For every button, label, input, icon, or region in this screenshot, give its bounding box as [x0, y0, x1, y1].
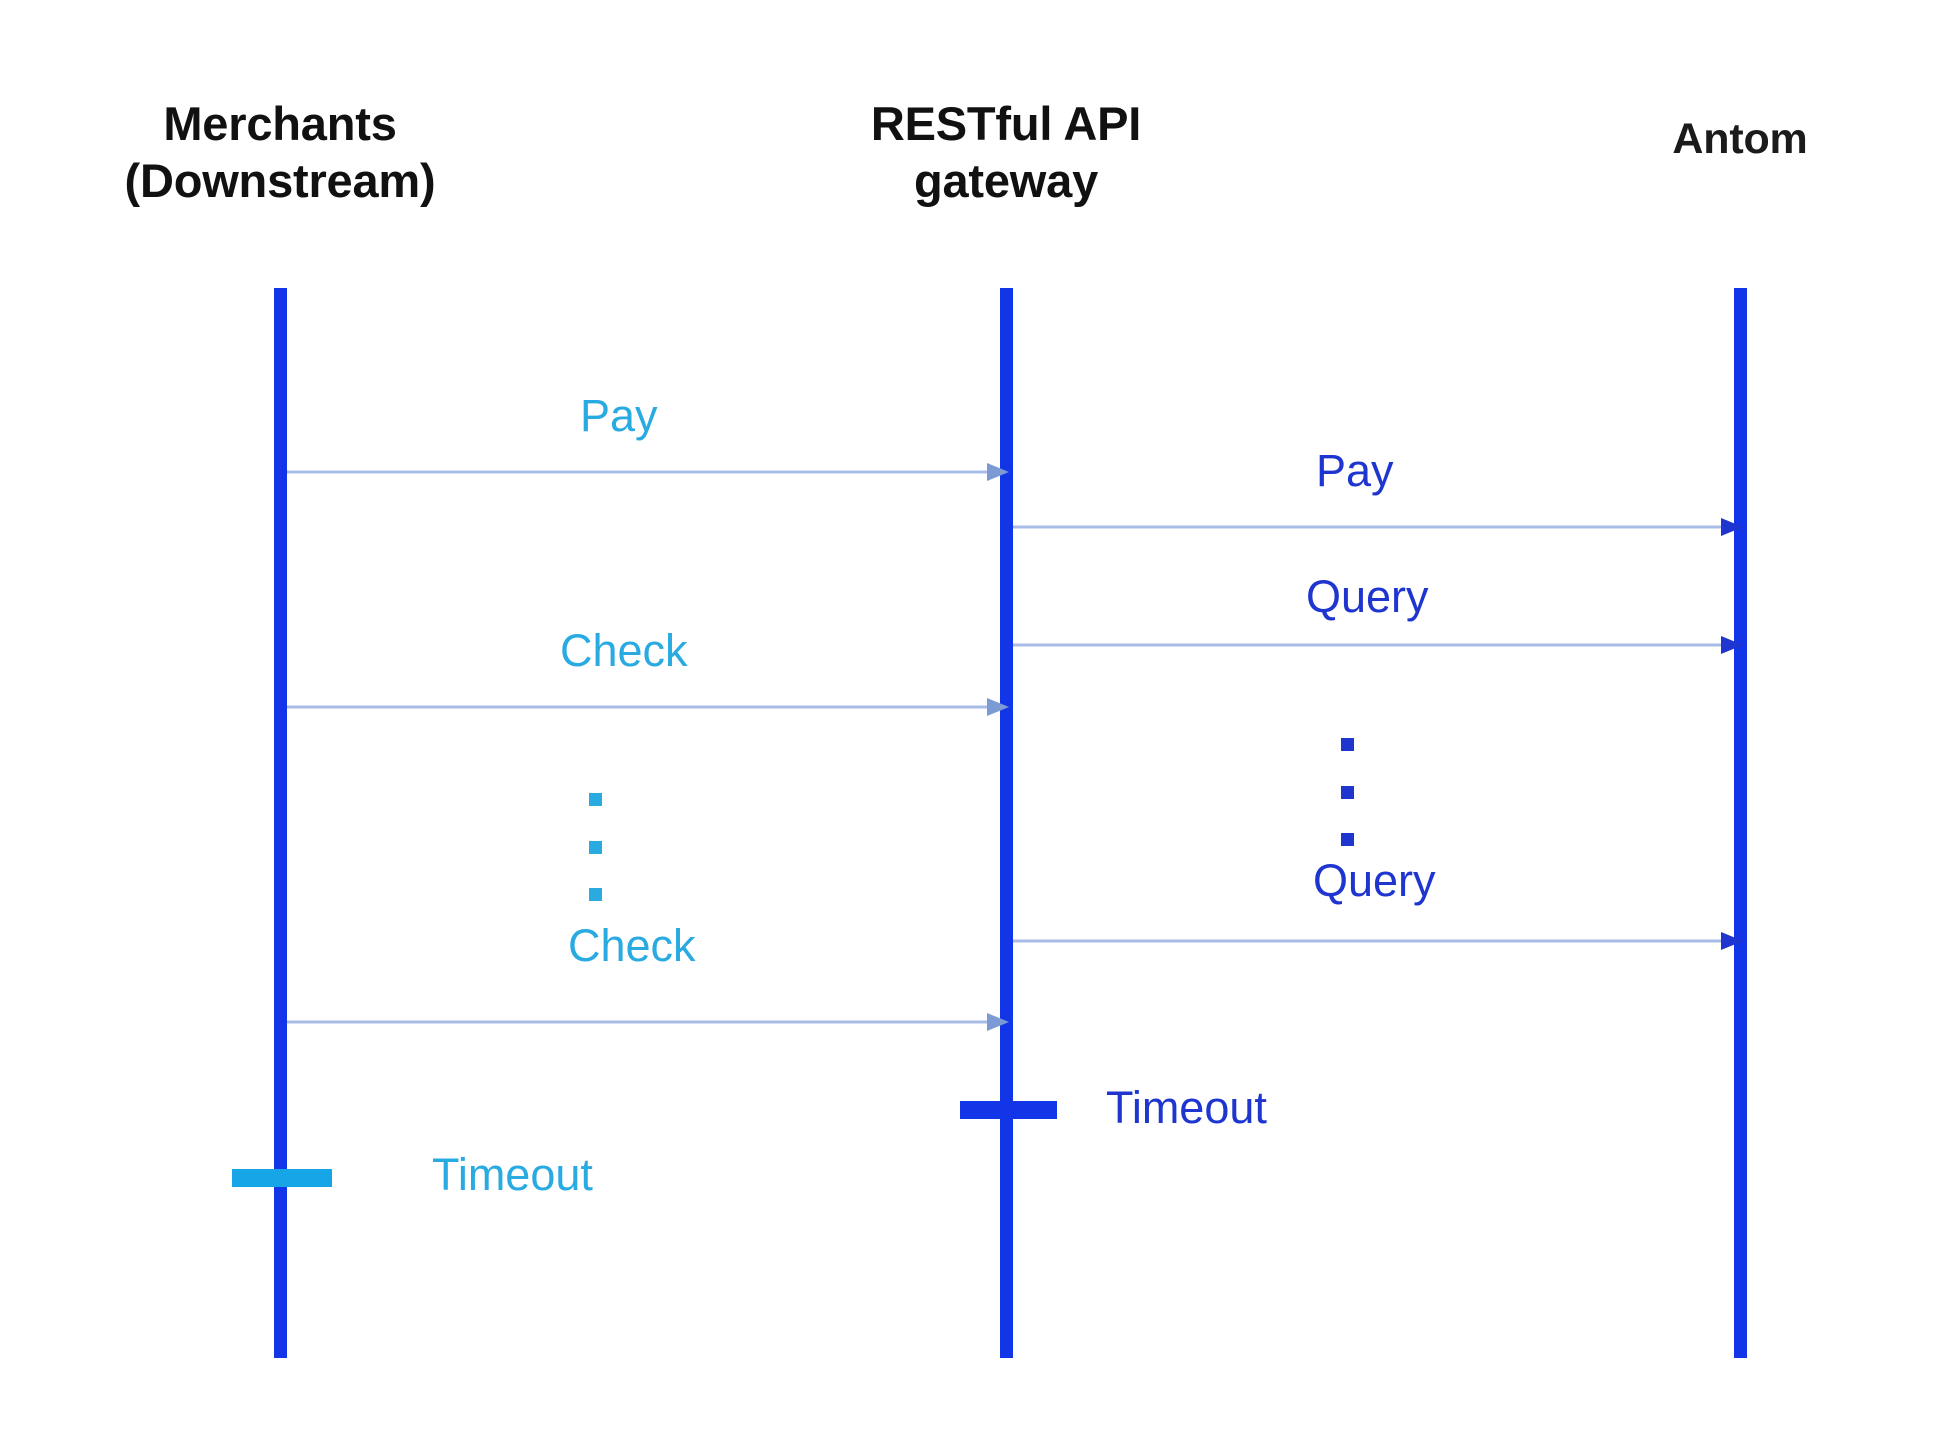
lifeline-gateway	[1000, 288, 1013, 1358]
message-arrow-query-gateway-antom-1	[1013, 635, 1748, 655]
message-label-query-gateway-antom-2: Query	[1313, 855, 1436, 906]
actor-header-merchants: Merchants (Downstream)	[124, 97, 436, 208]
timeout-label-merchants: Timeout	[432, 1149, 593, 1200]
ellipsis-dot	[589, 888, 602, 901]
message-arrow-check-merchants-gateway-2	[287, 1012, 1014, 1032]
message-label-pay-merchants-gateway: Pay	[580, 390, 658, 441]
message-arrow-query-gateway-antom-2	[1013, 931, 1748, 951]
ellipsis-dot	[589, 793, 602, 806]
message-arrow-pay-merchants-gateway	[287, 462, 1014, 482]
message-arrow-check-merchants-gateway-1	[287, 697, 1014, 717]
ellipsis-dot	[1341, 738, 1354, 751]
lifeline-merchants	[274, 288, 287, 1358]
message-label-check-merchants-gateway-1: Check	[560, 625, 688, 676]
message-label-query-gateway-antom-1: Query	[1306, 571, 1429, 622]
message-arrow-pay-gateway-antom	[1013, 517, 1748, 537]
lifeline-antom	[1734, 288, 1747, 1358]
ellipsis-dot	[1341, 833, 1354, 846]
message-label-check-merchants-gateway-2: Check	[568, 920, 696, 971]
timeout-marker-gateway	[960, 1101, 1057, 1119]
ellipsis-right	[1341, 738, 1354, 846]
actor-header-gateway: RESTful API gateway	[870, 97, 1142, 208]
actor-header-antom: Antom	[1672, 115, 1808, 163]
ellipsis-dot	[589, 840, 602, 854]
message-label-pay-gateway-antom: Pay	[1316, 445, 1394, 496]
timeout-label-gateway: Timeout	[1106, 1082, 1267, 1133]
ellipsis-left	[589, 793, 602, 901]
timeout-marker-merchants	[232, 1169, 332, 1187]
ellipsis-dot	[1341, 785, 1354, 799]
